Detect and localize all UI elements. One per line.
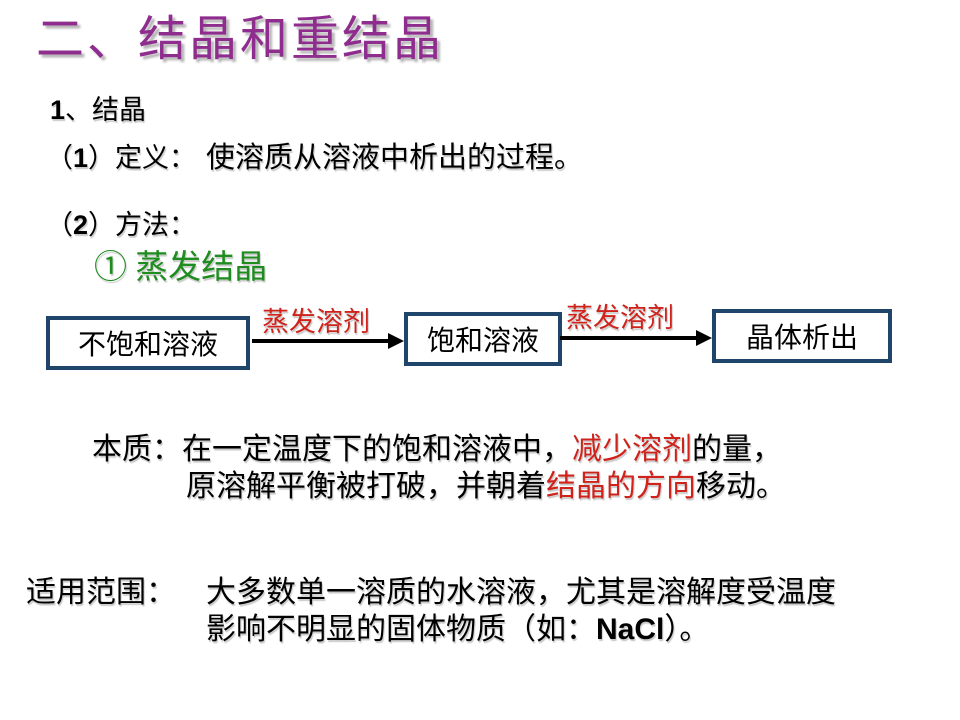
section-1-text: 、结晶 — [65, 95, 147, 125]
essence-line2-red: 结晶的方向 — [546, 470, 696, 503]
definition-paren-close: ） — [88, 143, 116, 173]
slide-title: 二、结晶和重结晶 — [36, 13, 445, 66]
flow-arrow1-shaft — [252, 339, 390, 343]
definition-number: 1 — [73, 143, 89, 173]
scope-label: 适用范围： — [26, 576, 176, 609]
section-1-heading: 1、结晶 — [50, 88, 146, 127]
method-paren-open: （ — [46, 210, 73, 240]
scope-nacl-formula: NaCl — [596, 613, 665, 646]
method-line: （2）方法： — [46, 203, 196, 242]
flow-box-unsaturated-solution: 不饱和溶液 — [46, 316, 250, 370]
definition-text: 使溶质从溶液中析出的过程。 — [206, 142, 584, 174]
scope-line2-pre: 影响不明显的固体物质（如： — [206, 613, 596, 646]
flow-box2-label: 饱和溶液 — [426, 326, 539, 357]
flow-arrow1-head-icon — [388, 333, 404, 349]
section-1-number: 1 — [50, 95, 66, 125]
definition-line: （1）定义： 使溶质从溶液中析出的过程。 — [46, 134, 583, 176]
flow-arrow2-label: 蒸发溶剂 — [566, 303, 674, 333]
flow-arrow1-label: 蒸发溶剂 — [262, 307, 370, 337]
definition-paren-open: （ — [46, 143, 73, 173]
essence-line1-black2: 的量， — [692, 433, 782, 466]
flow-box1-label: 不饱和溶液 — [77, 330, 218, 361]
method-number: 2 — [73, 210, 89, 240]
scope-line-1: 大多数单一溶质的水溶液，尤其是溶解度受温度 — [206, 576, 836, 609]
method-label: 方法： — [115, 210, 197, 240]
flow-box3-label: 晶体析出 — [745, 323, 858, 354]
flow-box-crystal-precipitation: 晶体析出 — [712, 309, 892, 363]
definition-label: 定义： — [115, 143, 197, 173]
essence-line-1: 本质：在一定温度下的饱和溶液中，减少溶剂的量， — [92, 424, 782, 468]
essence-line1-red: 减少溶剂 — [572, 433, 692, 466]
essence-line2-black2: 移动。 — [696, 470, 786, 503]
essence-line1-black1: 本质：在一定温度下的饱和溶液中， — [92, 433, 572, 466]
flow-box-saturated-solution: 饱和溶液 — [404, 312, 562, 366]
flow-arrow2-head-icon — [696, 330, 712, 346]
scope-line-2: 影响不明显的固体物质（如：NaCl）。 — [206, 604, 709, 648]
method-paren-close: ） — [88, 210, 116, 240]
essence-line2-black1: 原溶解平衡被打破，并朝着 — [186, 470, 546, 503]
essence-line-2: 原溶解平衡被打破，并朝着结晶的方向移动。 — [186, 461, 786, 505]
scope-line2-post: ）。 — [664, 613, 710, 646]
method-item-evaporation-crystallization: ① 蒸发结晶 — [94, 250, 268, 286]
flow-arrow2-shaft — [560, 336, 698, 340]
